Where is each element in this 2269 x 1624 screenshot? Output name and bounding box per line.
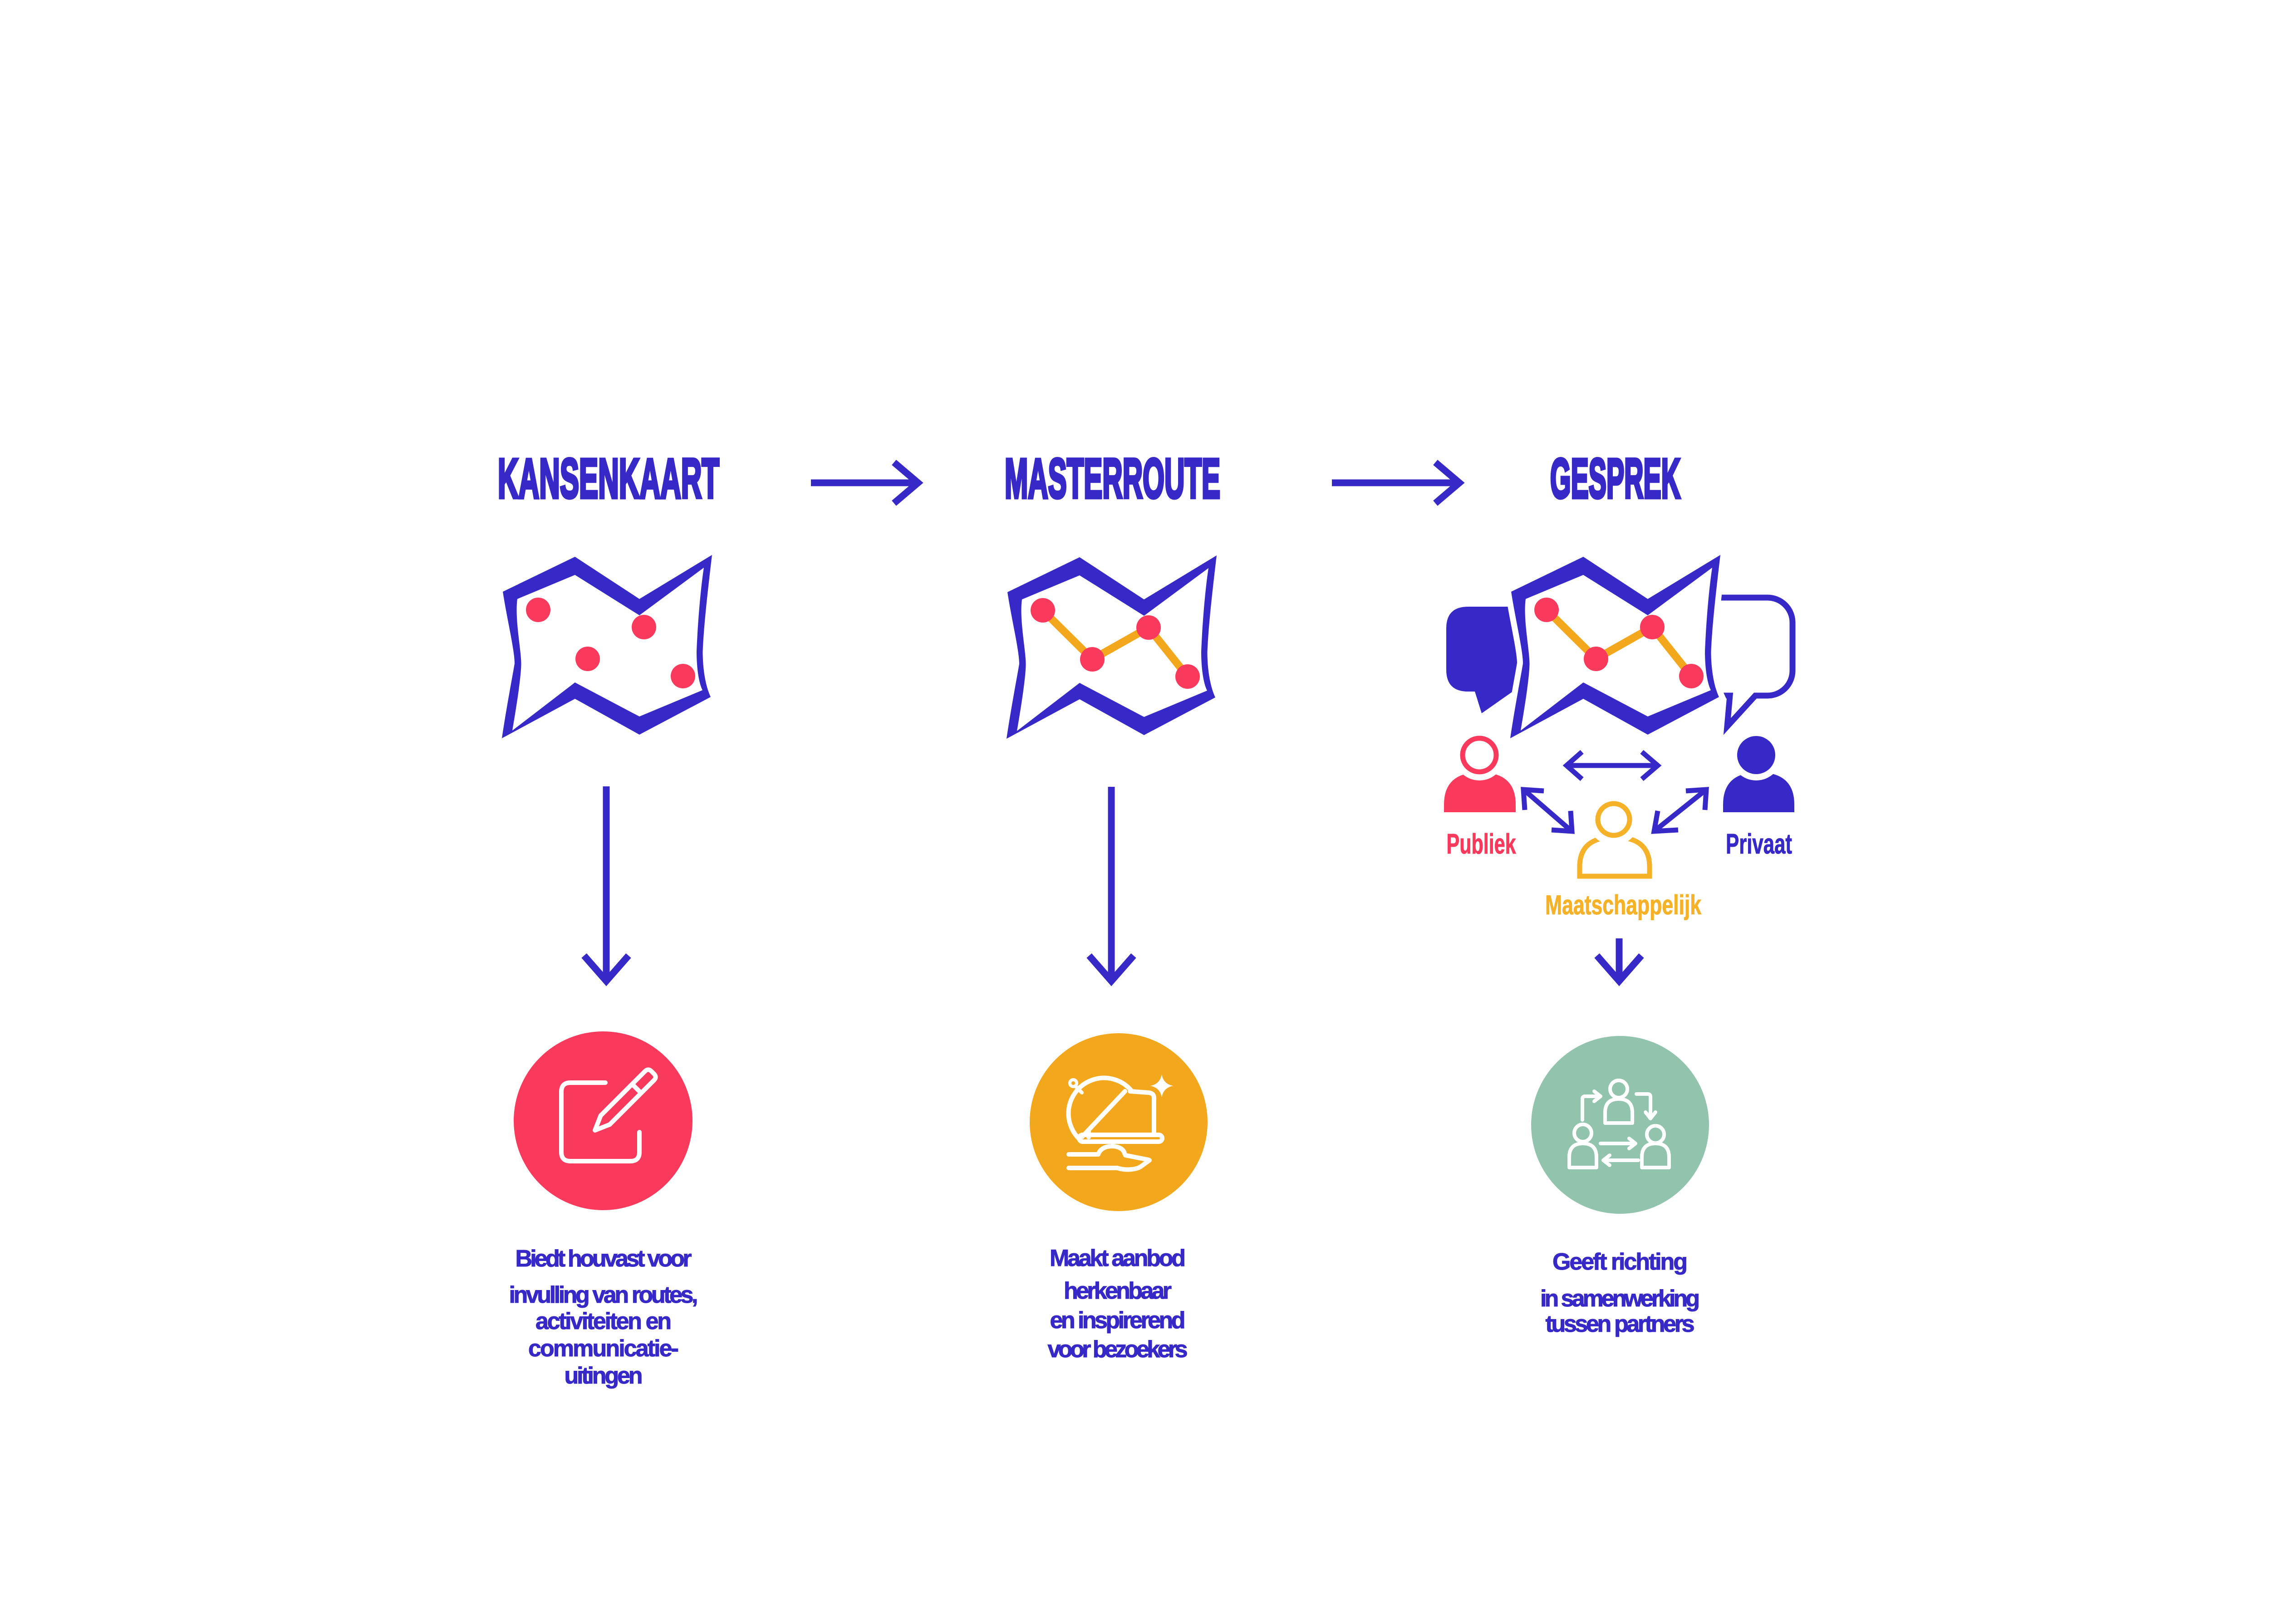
svg-text:activiteiten en: activiteiten en [535, 1308, 672, 1335]
svg-text:invulling van routes,: invulling van routes, [509, 1282, 698, 1308]
svg-text:uitingen: uitingen [565, 1363, 643, 1389]
svg-text:Maatschappelijk: Maatschappelijk [1545, 890, 1701, 920]
svg-text:Geeft richting: Geeft richting [1552, 1249, 1688, 1275]
svg-text:Publiek: Publiek [1447, 829, 1516, 860]
svg-text:herkenbaar: herkenbaar [1064, 1278, 1172, 1304]
svg-text:tussen partners: tussen partners [1546, 1311, 1695, 1337]
svg-text:en inspirerend: en inspirerend [1050, 1307, 1186, 1334]
svg-text:Maakt aanbod: Maakt aanbod [1050, 1245, 1186, 1271]
svg-text:Biedt houvast voor: Biedt houvast voor [516, 1246, 692, 1272]
svg-text:MASTERROUTE: MASTERROUTE [1005, 448, 1220, 510]
svg-text:GESPREK: GESPREK [1550, 448, 1680, 510]
svg-text:KANSENKAART: KANSENKAART [498, 448, 719, 510]
svg-text:communicatie-: communicatie- [528, 1335, 679, 1362]
svg-text:Privaat: Privaat [1726, 829, 1792, 860]
svg-text:voor bezoekers: voor bezoekers [1048, 1336, 1188, 1363]
svg-text:in samenwerking: in samenwerking [1540, 1285, 1700, 1312]
